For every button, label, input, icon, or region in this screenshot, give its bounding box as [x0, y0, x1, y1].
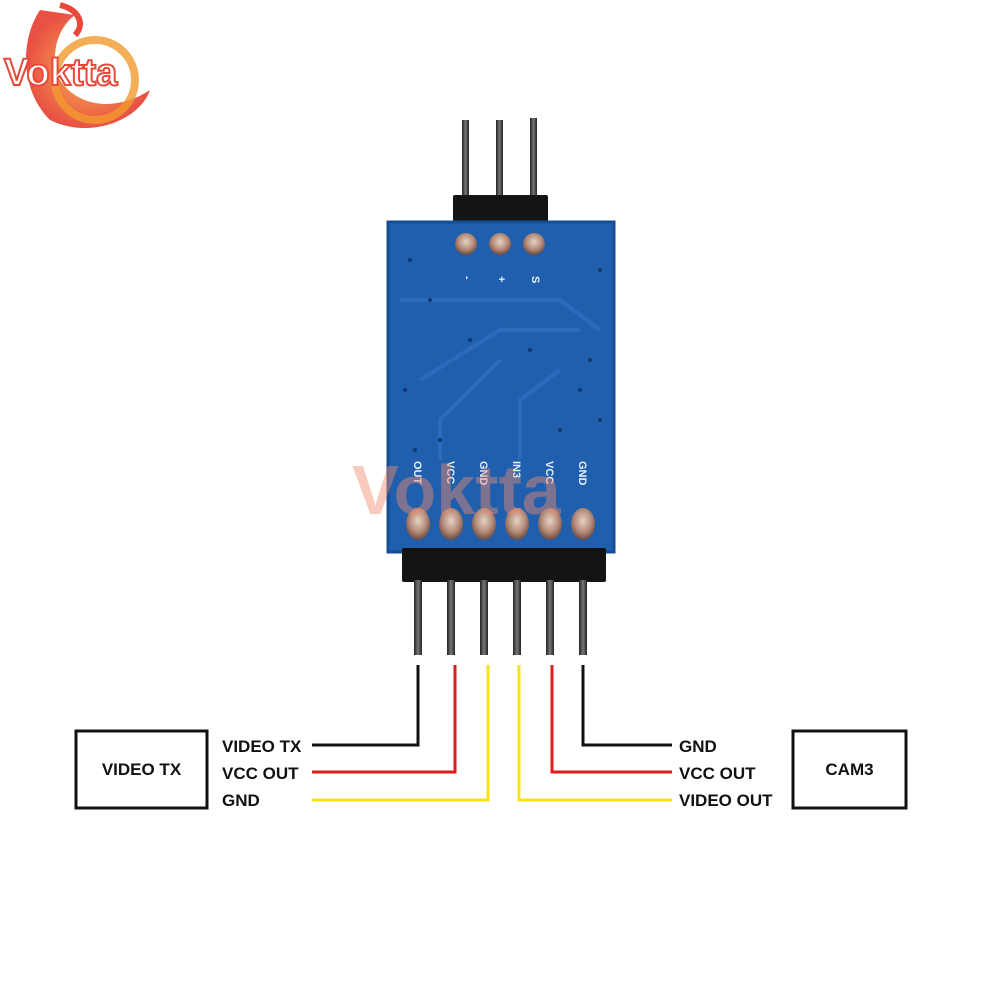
wire-vcc-out-right: [550, 665, 672, 774]
right-wires: [517, 665, 672, 802]
bottom-solder-pads: [406, 508, 595, 540]
bottom-pin-label: VCC: [543, 461, 555, 484]
pcb-board: [386, 220, 616, 554]
top-pin: [530, 118, 537, 200]
board-body: [388, 222, 614, 552]
bottom-pin-label: IN3: [510, 461, 522, 478]
top-pin: [496, 120, 503, 200]
left-wire-label: VIDEO TX: [222, 737, 302, 756]
bottom-pin: [579, 580, 587, 655]
top-pin: [462, 120, 469, 200]
bottom-pin: [414, 580, 422, 655]
top-solder-pad: [523, 233, 545, 255]
left-wire-label: VCC OUT: [222, 764, 299, 783]
right-wire-label: VCC OUT: [679, 764, 756, 783]
bottom-pin-label: GND: [477, 461, 489, 486]
bottom-pin-label: OUT: [411, 461, 423, 485]
top-solder-pad: [455, 233, 477, 255]
watermark: Voktta: [352, 451, 561, 529]
top-header: [453, 118, 548, 225]
bottom-header-housing: [402, 548, 606, 582]
bottom-pin: [447, 580, 455, 655]
top-header-housing: [453, 195, 548, 225]
top-solder-pad: [489, 233, 511, 255]
wire-gnd-right: [581, 665, 672, 747]
video-tx-box: [74, 729, 209, 810]
brand-logo: [26, 2, 150, 129]
top-pin-label: +: [495, 276, 507, 282]
wire-gnd-left: [312, 665, 490, 802]
bottom-header: [402, 548, 606, 655]
logo-text: Voktta: [3, 51, 118, 95]
wire-video-out: [517, 665, 672, 802]
left-wires: [312, 665, 490, 802]
right-wire-label: VIDEO OUT: [679, 791, 773, 810]
bottom-pin-label: VCC: [444, 461, 456, 484]
top-pin-label: -: [461, 276, 473, 280]
right-device-name: CAM3: [825, 760, 874, 779]
wire-video-tx: [312, 665, 420, 747]
bottom-pin-label: GND: [576, 461, 588, 486]
right-wire-label: GND: [679, 737, 717, 756]
bottom-pin: [480, 580, 488, 655]
cam3-box: [791, 729, 908, 810]
left-wire-label: GND: [222, 791, 260, 810]
top-pin-label: S: [529, 276, 541, 283]
bottom-pin: [513, 580, 521, 655]
left-device-name: VIDEO TX: [101, 760, 182, 779]
bottom-pin: [546, 580, 554, 655]
wire-vcc-out-left: [312, 665, 457, 774]
